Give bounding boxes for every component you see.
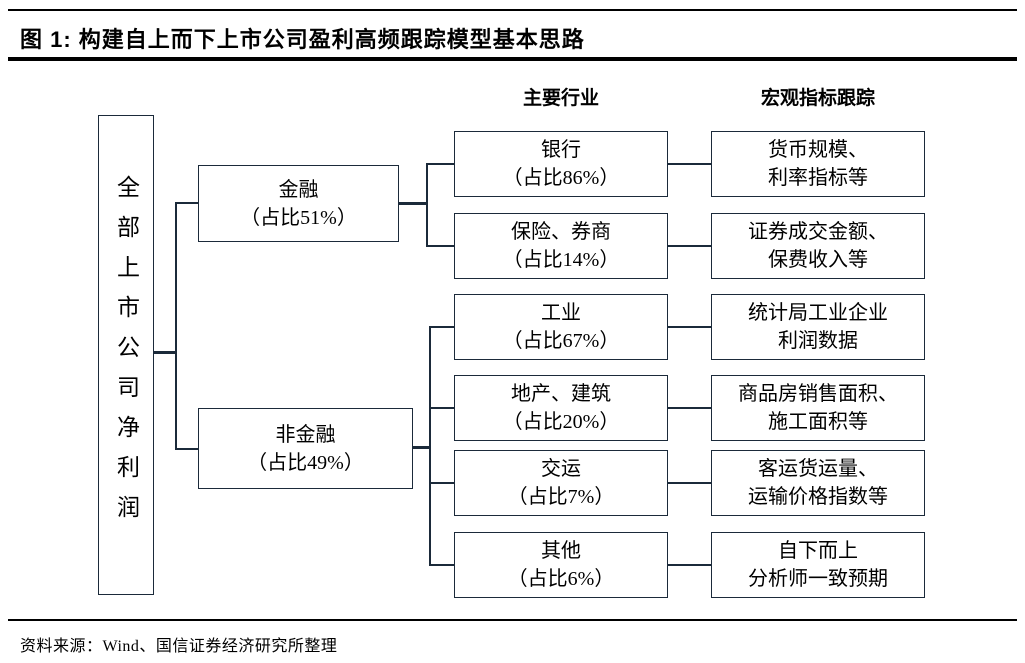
node-macro-freight-price-index: 客运货运量、 运输价格指数等 xyxy=(711,450,925,516)
source-note: 资料来源：Wind、国信证券经济研究所整理 xyxy=(20,638,338,655)
macro-label-line2: 利率指标等 xyxy=(768,167,868,189)
node-nonfinancial-share: （占比49%） xyxy=(247,451,364,474)
industry-share: （占比20%） xyxy=(502,411,620,433)
node-industry-insurance-broker: 保险、券商 （占比14%） xyxy=(454,213,668,279)
macro-label-line2: 施工面积等 xyxy=(768,411,868,433)
connector-root-trunk xyxy=(154,351,176,354)
connector-root-fork-vertical xyxy=(175,202,177,449)
connector-nonfinancial-to-property xyxy=(429,407,454,409)
industry-share: （占比67%） xyxy=(502,330,620,352)
node-macro-securities-premium: 证券成交金额、 保费收入等 xyxy=(711,213,925,279)
node-nonfinancial-label: 非金融 xyxy=(275,423,336,446)
industry-label: 地产、建筑 xyxy=(511,383,611,405)
macro-label-line1: 客运货运量、 xyxy=(758,458,878,480)
footer-rule xyxy=(8,619,1017,621)
connector-industrial-to-macro xyxy=(668,326,711,328)
node-financial-share: （占比51%） xyxy=(240,206,357,229)
top-rule xyxy=(8,9,1017,11)
connector-nonfinancial-fork-vertical xyxy=(429,326,431,565)
connector-nonfinancial-to-industrial xyxy=(429,326,454,328)
connector-transport-to-macro xyxy=(668,482,711,484)
macro-label-line2: 保费收入等 xyxy=(768,249,868,271)
macro-label-line1: 商品房销售面积、 xyxy=(738,383,898,405)
connector-property-to-macro xyxy=(668,407,711,409)
macro-label-line2: 运输价格指数等 xyxy=(748,486,888,508)
connector-financial-trunk xyxy=(399,202,427,205)
connector-financial-to-bank xyxy=(426,163,454,165)
connector-nonfinancial-to-transport xyxy=(429,482,454,484)
industry-label: 保险、券商 xyxy=(511,221,611,243)
connector-insurance-to-macro xyxy=(668,245,711,247)
node-macro-industrial-profit-data: 统计局工业企业 利润数据 xyxy=(711,294,925,360)
node-industry-transport: 交运 （占比7%） xyxy=(454,450,668,516)
node-nonfinancial: 非金融 （占比49%） xyxy=(198,408,413,489)
node-financial-label: 金融 xyxy=(278,178,319,201)
connector-nonfinancial-trunk xyxy=(413,446,430,449)
macro-label-line2: 利润数据 xyxy=(778,330,858,352)
connector-financial-to-insurance xyxy=(426,245,454,247)
column-header-macro: 宏观指标跟踪 xyxy=(760,88,875,109)
node-root-total-net-profit: 全部上市公司净利润 xyxy=(98,115,154,595)
column-header-industry: 主要行业 xyxy=(522,88,599,109)
node-industry-others: 其他 （占比6%） xyxy=(454,532,668,598)
connector-root-to-financial xyxy=(175,202,198,204)
macro-label-line1: 自下而上 xyxy=(778,540,858,562)
connector-financial-fork-vertical xyxy=(426,163,428,247)
title-underline-rule xyxy=(8,57,1017,61)
industry-share: （占比6%） xyxy=(507,568,615,590)
connector-others-to-macro xyxy=(668,564,711,566)
industry-label: 工业 xyxy=(541,302,581,324)
figure-title: 图 1: 构建自上而下上市公司盈利高频跟踪模型基本思路 xyxy=(20,27,585,52)
node-macro-money-rates: 货币规模、 利率指标等 xyxy=(711,131,925,197)
industry-label: 其他 xyxy=(541,540,581,562)
node-macro-housing-area: 商品房销售面积、 施工面积等 xyxy=(711,375,925,441)
node-industry-industrial: 工业 （占比67%） xyxy=(454,294,668,360)
connector-nonfinancial-to-others xyxy=(429,564,454,566)
macro-label-line1: 统计局工业企业 xyxy=(748,302,888,324)
industry-share: （占比86%） xyxy=(502,167,620,189)
node-industry-property-construction: 地产、建筑 （占比20%） xyxy=(454,375,668,441)
connector-root-to-nonfinancial xyxy=(175,448,198,450)
node-root-label: 全部上市公司净利润 xyxy=(113,175,139,535)
macro-label-line1: 货币规模、 xyxy=(768,139,868,161)
node-macro-analyst-consensus: 自下而上 分析师一致预期 xyxy=(711,532,925,598)
macro-label-line2: 分析师一致预期 xyxy=(748,568,888,590)
industry-share: （占比14%） xyxy=(502,249,620,271)
macro-label-line1: 证券成交金额、 xyxy=(748,221,888,243)
industry-label: 银行 xyxy=(541,139,581,161)
connector-bank-to-macro xyxy=(668,163,711,165)
node-industry-bank: 银行 （占比86%） xyxy=(454,131,668,197)
industry-label: 交运 xyxy=(541,458,581,480)
industry-share: （占比7%） xyxy=(507,486,615,508)
node-financial: 金融 （占比51%） xyxy=(198,165,399,242)
